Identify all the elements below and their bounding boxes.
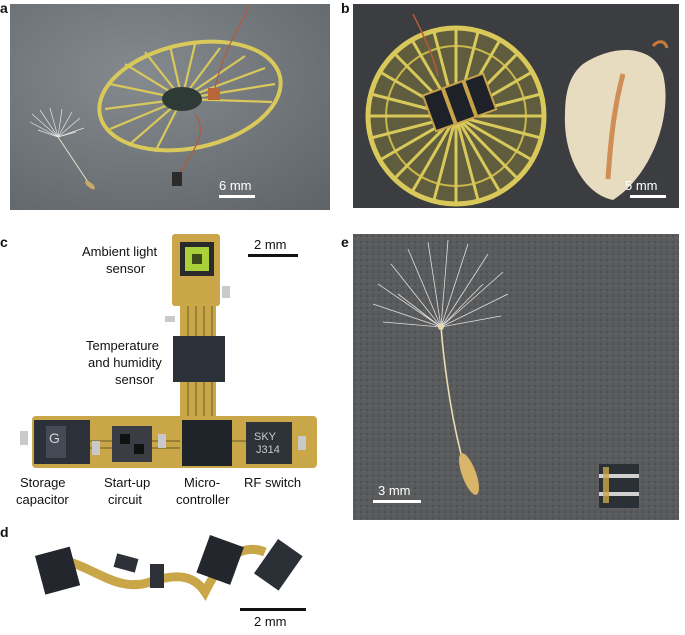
chip-text-g: G <box>49 430 60 446</box>
panel-letter-c: c <box>0 234 8 250</box>
label-startup-1: Start-up <box>104 475 151 490</box>
label-storage-2: capacitor <box>16 492 69 507</box>
scale-bar-e <box>373 500 421 503</box>
scale-bar-a <box>219 195 255 198</box>
photo-panel-e <box>353 234 679 520</box>
panel-letter-a: a <box>0 0 8 16</box>
label-micro-1: Micro- <box>184 475 221 490</box>
photo-panel-b <box>353 4 679 208</box>
scale-bar-a-label: 6 mm <box>219 178 252 193</box>
scale-bar-d <box>240 608 306 611</box>
circuit-illustration <box>20 234 317 468</box>
photo-e-illustration <box>353 234 679 520</box>
label-startup-2: circuit <box>108 492 142 507</box>
label-ambient-light-1: Ambient light <box>82 244 158 259</box>
scale-bar-b-label: 5 mm <box>625 178 658 193</box>
scale-bar-b <box>630 195 666 198</box>
label-ambient-light-2: sensor <box>106 261 146 276</box>
photo-panel-c <box>20 226 320 486</box>
scale-bar-e-label: 3 mm <box>378 483 411 498</box>
scale-bar-d-label: 2 mm <box>254 614 287 629</box>
photo-panel-a <box>10 4 330 210</box>
label-storage-1: Storage <box>20 475 66 490</box>
label-temperature-2: and humidity <box>88 355 162 370</box>
scale-bar-c-label: 2 mm <box>254 237 287 252</box>
panel-letter-b: b <box>341 0 350 16</box>
label-micro-2: controller <box>176 492 230 507</box>
label-temperature-3: sensor <box>115 372 155 387</box>
panel-letter-e: e <box>341 234 349 250</box>
photo-b-illustration <box>353 4 679 208</box>
label-rf-switch: RF switch <box>244 475 302 490</box>
panel-letter-d: d <box>0 524 9 540</box>
label-temperature-1: Temperature <box>86 338 159 353</box>
chip-text-sky: SKY <box>254 431 277 443</box>
photo-a-illustration <box>10 4 330 210</box>
photo-panel-d <box>30 522 320 606</box>
chip-text-j314: J314 <box>256 444 280 456</box>
scale-bar-c <box>248 254 298 257</box>
flexible-circuit-illustration <box>34 534 303 601</box>
